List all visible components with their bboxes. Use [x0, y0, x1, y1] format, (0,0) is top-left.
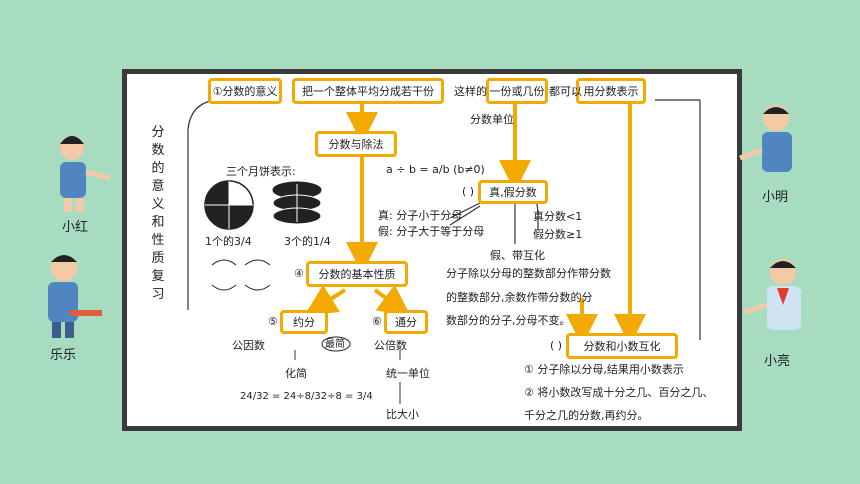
- note-mixed-rule-1: 分子除以分母的整数部分作带分数: [446, 267, 611, 280]
- note-reduce-eq: 24/32 = 24÷8/32÷8 = 3/4: [240, 391, 373, 402]
- note-proper-lt1: 真分数<1: [533, 210, 583, 223]
- box-common-denom: 通分: [384, 310, 428, 334]
- box-basic-property: 分数的基本性质: [306, 261, 408, 287]
- character-xiaoliang: [743, 259, 801, 330]
- label-xiaoming: 小明: [762, 190, 789, 205]
- label-xiaoliang: 小亮: [764, 354, 791, 369]
- note-circle-3: ( ): [462, 185, 475, 198]
- box-proper-improper: 真,假分数: [478, 180, 548, 204]
- box-meaning: ①分数的意义: [208, 78, 282, 104]
- character-lele: [48, 255, 102, 338]
- note-conv-3: 千分之几的分数,再约分。: [524, 409, 649, 422]
- note-gcd: 公因数: [232, 339, 265, 352]
- notes-board: [122, 69, 742, 431]
- note-simplest: 最简: [325, 339, 345, 350]
- note-compare: 比大小: [386, 408, 419, 421]
- note-proper-def: 真: 分子小于分母: [378, 209, 463, 222]
- note-simplify: 化简: [285, 367, 307, 380]
- note-circle-7: ( ): [550, 339, 563, 352]
- note-formula: a ÷ b = a/b (b≠0): [386, 163, 485, 176]
- note-conv-1: ① 分子除以分母,结果用小数表示: [524, 363, 684, 376]
- label-lele: 乐乐: [50, 348, 77, 363]
- note-like-this: 这样的: [454, 85, 487, 98]
- note-unit-fraction: 分数单位: [470, 113, 514, 126]
- box-one-or-several: 一份或几份: [486, 78, 548, 104]
- note-mixed-rule-3: 数部分的分子,分母不变。: [446, 314, 571, 327]
- note-pizza-caption: 三个月饼表示:: [226, 165, 296, 178]
- note-circle-5: ⑤: [268, 315, 278, 328]
- box-division: 分数与除法: [315, 131, 397, 157]
- note-circle-6: ⑥: [372, 315, 382, 328]
- note-lcm: 公倍数: [374, 339, 407, 352]
- note-improper-def: 假: 分子大于等于分母: [378, 225, 485, 238]
- box-decimal-convert: 分数和小数互化: [566, 333, 678, 359]
- pizza-one: [204, 180, 254, 230]
- note-improper-ge1: 假分数≥1: [533, 228, 583, 241]
- note-one-pizza: 1个的3/4: [205, 235, 252, 248]
- pizza-three: [272, 181, 322, 225]
- box-definition: 把一个整体平均分成若干份: [292, 78, 444, 104]
- character-xiaohong: [60, 136, 111, 212]
- note-can-use: 都可以: [549, 85, 582, 98]
- side-title: 分数的意义和性质复习: [151, 125, 165, 302]
- arrow-property-reduce: [304, 284, 347, 316]
- box-fraction-repr: 用分数表示: [576, 78, 646, 104]
- note-mixed-rule-2: 的整数部分,余数作带分数的分: [446, 291, 593, 304]
- label-xiaohong: 小红: [62, 220, 89, 235]
- arrow-property-common: [373, 284, 411, 317]
- note-conv-2: ② 将小数改写成十分之几、百分之几、: [524, 386, 714, 399]
- box-reduce: 约分: [280, 310, 328, 334]
- note-unify-unit: 统一单位: [386, 367, 430, 380]
- note-circle-4: ④: [294, 267, 304, 280]
- note-three-pizza: 3个的1/4: [284, 235, 331, 248]
- note-mixed-convert: 假、带互化: [490, 249, 545, 262]
- character-xiaoming: [739, 105, 792, 172]
